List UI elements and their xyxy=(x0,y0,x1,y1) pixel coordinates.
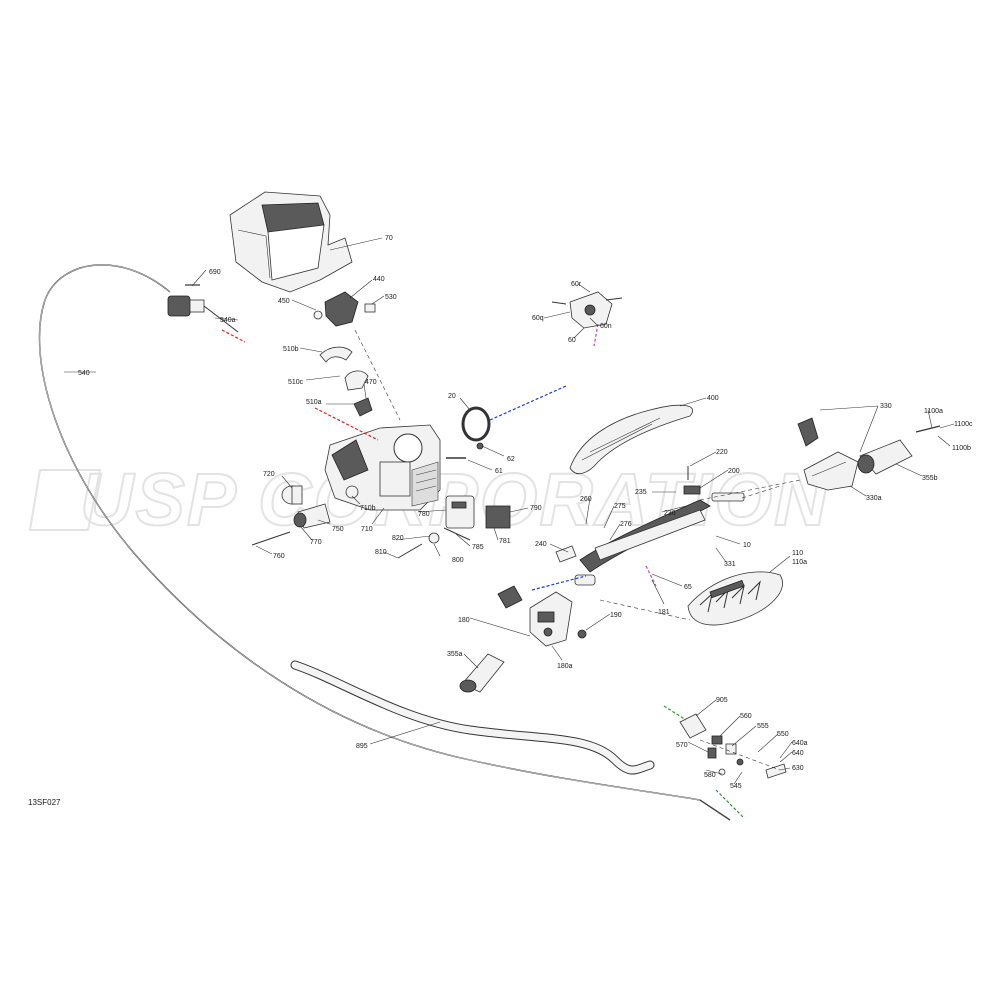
label-560: 560 xyxy=(740,713,752,720)
part-61-62-fasteners xyxy=(446,442,484,459)
label-62: 62 xyxy=(507,456,515,463)
label-510b: 510b xyxy=(283,346,299,353)
part-110-pad xyxy=(687,571,783,626)
part-355b-grip xyxy=(857,425,941,475)
label-555: 555 xyxy=(757,723,769,730)
label-580: 580 xyxy=(704,772,716,779)
part-720-750-barrels xyxy=(251,485,331,546)
label-60q: 60q xyxy=(532,315,544,322)
label-240: 240 xyxy=(535,541,547,548)
part-10-handlebar xyxy=(555,492,745,586)
label-65: 65 xyxy=(684,584,692,591)
label-720: 720 xyxy=(263,471,275,478)
label-510a: 510a xyxy=(306,399,322,406)
label-710b: 710b xyxy=(360,505,376,512)
label-790: 790 xyxy=(530,505,542,512)
label-61: 61 xyxy=(495,468,503,475)
label-60n: 60n xyxy=(600,323,612,330)
part-190-bolt xyxy=(577,629,587,639)
part-throttle-end xyxy=(167,284,239,333)
label-180a: 180a xyxy=(557,663,573,670)
part-330a-handguard xyxy=(797,417,859,491)
part-70-gauge-housing xyxy=(229,191,353,293)
part-710-main-housing xyxy=(324,424,441,511)
part-440-bracket xyxy=(313,291,376,327)
label-1100a: 1100a xyxy=(924,408,943,415)
part-400-cover xyxy=(569,404,693,475)
part-labels: 70 690 440 450 530 540a 540 510b 510c 47… xyxy=(78,235,973,790)
hose-895 xyxy=(290,660,655,775)
label-180: 180 xyxy=(458,617,470,624)
label-331: 331 xyxy=(724,561,736,568)
label-710: 710 xyxy=(361,526,373,533)
label-540: 540 xyxy=(78,370,90,377)
label-640: 640 xyxy=(792,750,804,757)
label-400: 400 xyxy=(707,395,719,402)
label-181: 181 xyxy=(658,609,670,616)
label-450: 450 xyxy=(278,298,290,305)
axis-lines xyxy=(221,323,801,819)
part-780-790-switches xyxy=(397,495,511,559)
label-1100b: 1100b xyxy=(952,445,971,452)
label-1100c: 1100c xyxy=(954,421,973,428)
part-905-group xyxy=(679,713,787,779)
leader-lines xyxy=(64,237,955,785)
label-440: 440 xyxy=(373,276,385,283)
part-355a-grip xyxy=(459,653,505,693)
label-905: 905 xyxy=(716,697,728,704)
label-60: 60 xyxy=(568,337,576,344)
label-236: 236 xyxy=(664,510,676,517)
label-545: 545 xyxy=(730,783,742,790)
part-180a-switch-housing xyxy=(497,585,573,647)
label-200: 200 xyxy=(728,468,740,475)
label-20: 20 xyxy=(448,393,456,400)
label-570: 570 xyxy=(676,742,688,749)
label-110: 110 xyxy=(792,550,803,557)
label-820: 820 xyxy=(392,535,404,542)
label-800: 800 xyxy=(452,557,464,564)
label-220: 220 xyxy=(716,449,728,456)
label-780: 780 xyxy=(418,511,430,518)
cable-540 xyxy=(38,264,731,821)
label-235: 235 xyxy=(635,489,647,496)
label-355b: 355b xyxy=(922,475,938,482)
label-260: 260 xyxy=(580,496,592,503)
label-110a: 110a xyxy=(792,559,807,566)
label-330: 330 xyxy=(880,403,892,410)
label-330a: 330a xyxy=(866,495,882,502)
label-276: 276 xyxy=(620,521,632,528)
label-640a: 640a xyxy=(792,740,808,747)
label-60r: 60r xyxy=(571,281,582,288)
label-355a: 355a xyxy=(447,651,463,658)
figure-id: 13SF027 xyxy=(28,798,61,807)
label-690: 690 xyxy=(209,269,221,276)
part-200-bar xyxy=(683,466,701,495)
label-750: 750 xyxy=(332,526,344,533)
label-810: 810 xyxy=(375,549,387,556)
label-470: 470 xyxy=(365,379,377,386)
label-510c: 510c xyxy=(288,379,304,386)
label-275: 275 xyxy=(614,503,626,510)
label-540a: 540a xyxy=(220,317,236,324)
label-630: 630 xyxy=(792,765,804,772)
label-190: 190 xyxy=(610,612,622,619)
part-20-ring xyxy=(461,406,491,442)
part-510-clamps xyxy=(319,346,373,417)
label-10: 10 xyxy=(743,542,751,549)
label-550: 550 xyxy=(777,731,789,738)
part-60-bracket xyxy=(551,291,623,329)
label-785: 785 xyxy=(472,544,484,551)
label-760: 760 xyxy=(273,553,285,560)
label-895: 895 xyxy=(356,743,368,750)
label-70: 70 xyxy=(385,235,393,242)
label-781: 781 xyxy=(499,538,511,545)
label-770: 770 xyxy=(310,539,322,546)
label-530: 530 xyxy=(385,294,397,301)
